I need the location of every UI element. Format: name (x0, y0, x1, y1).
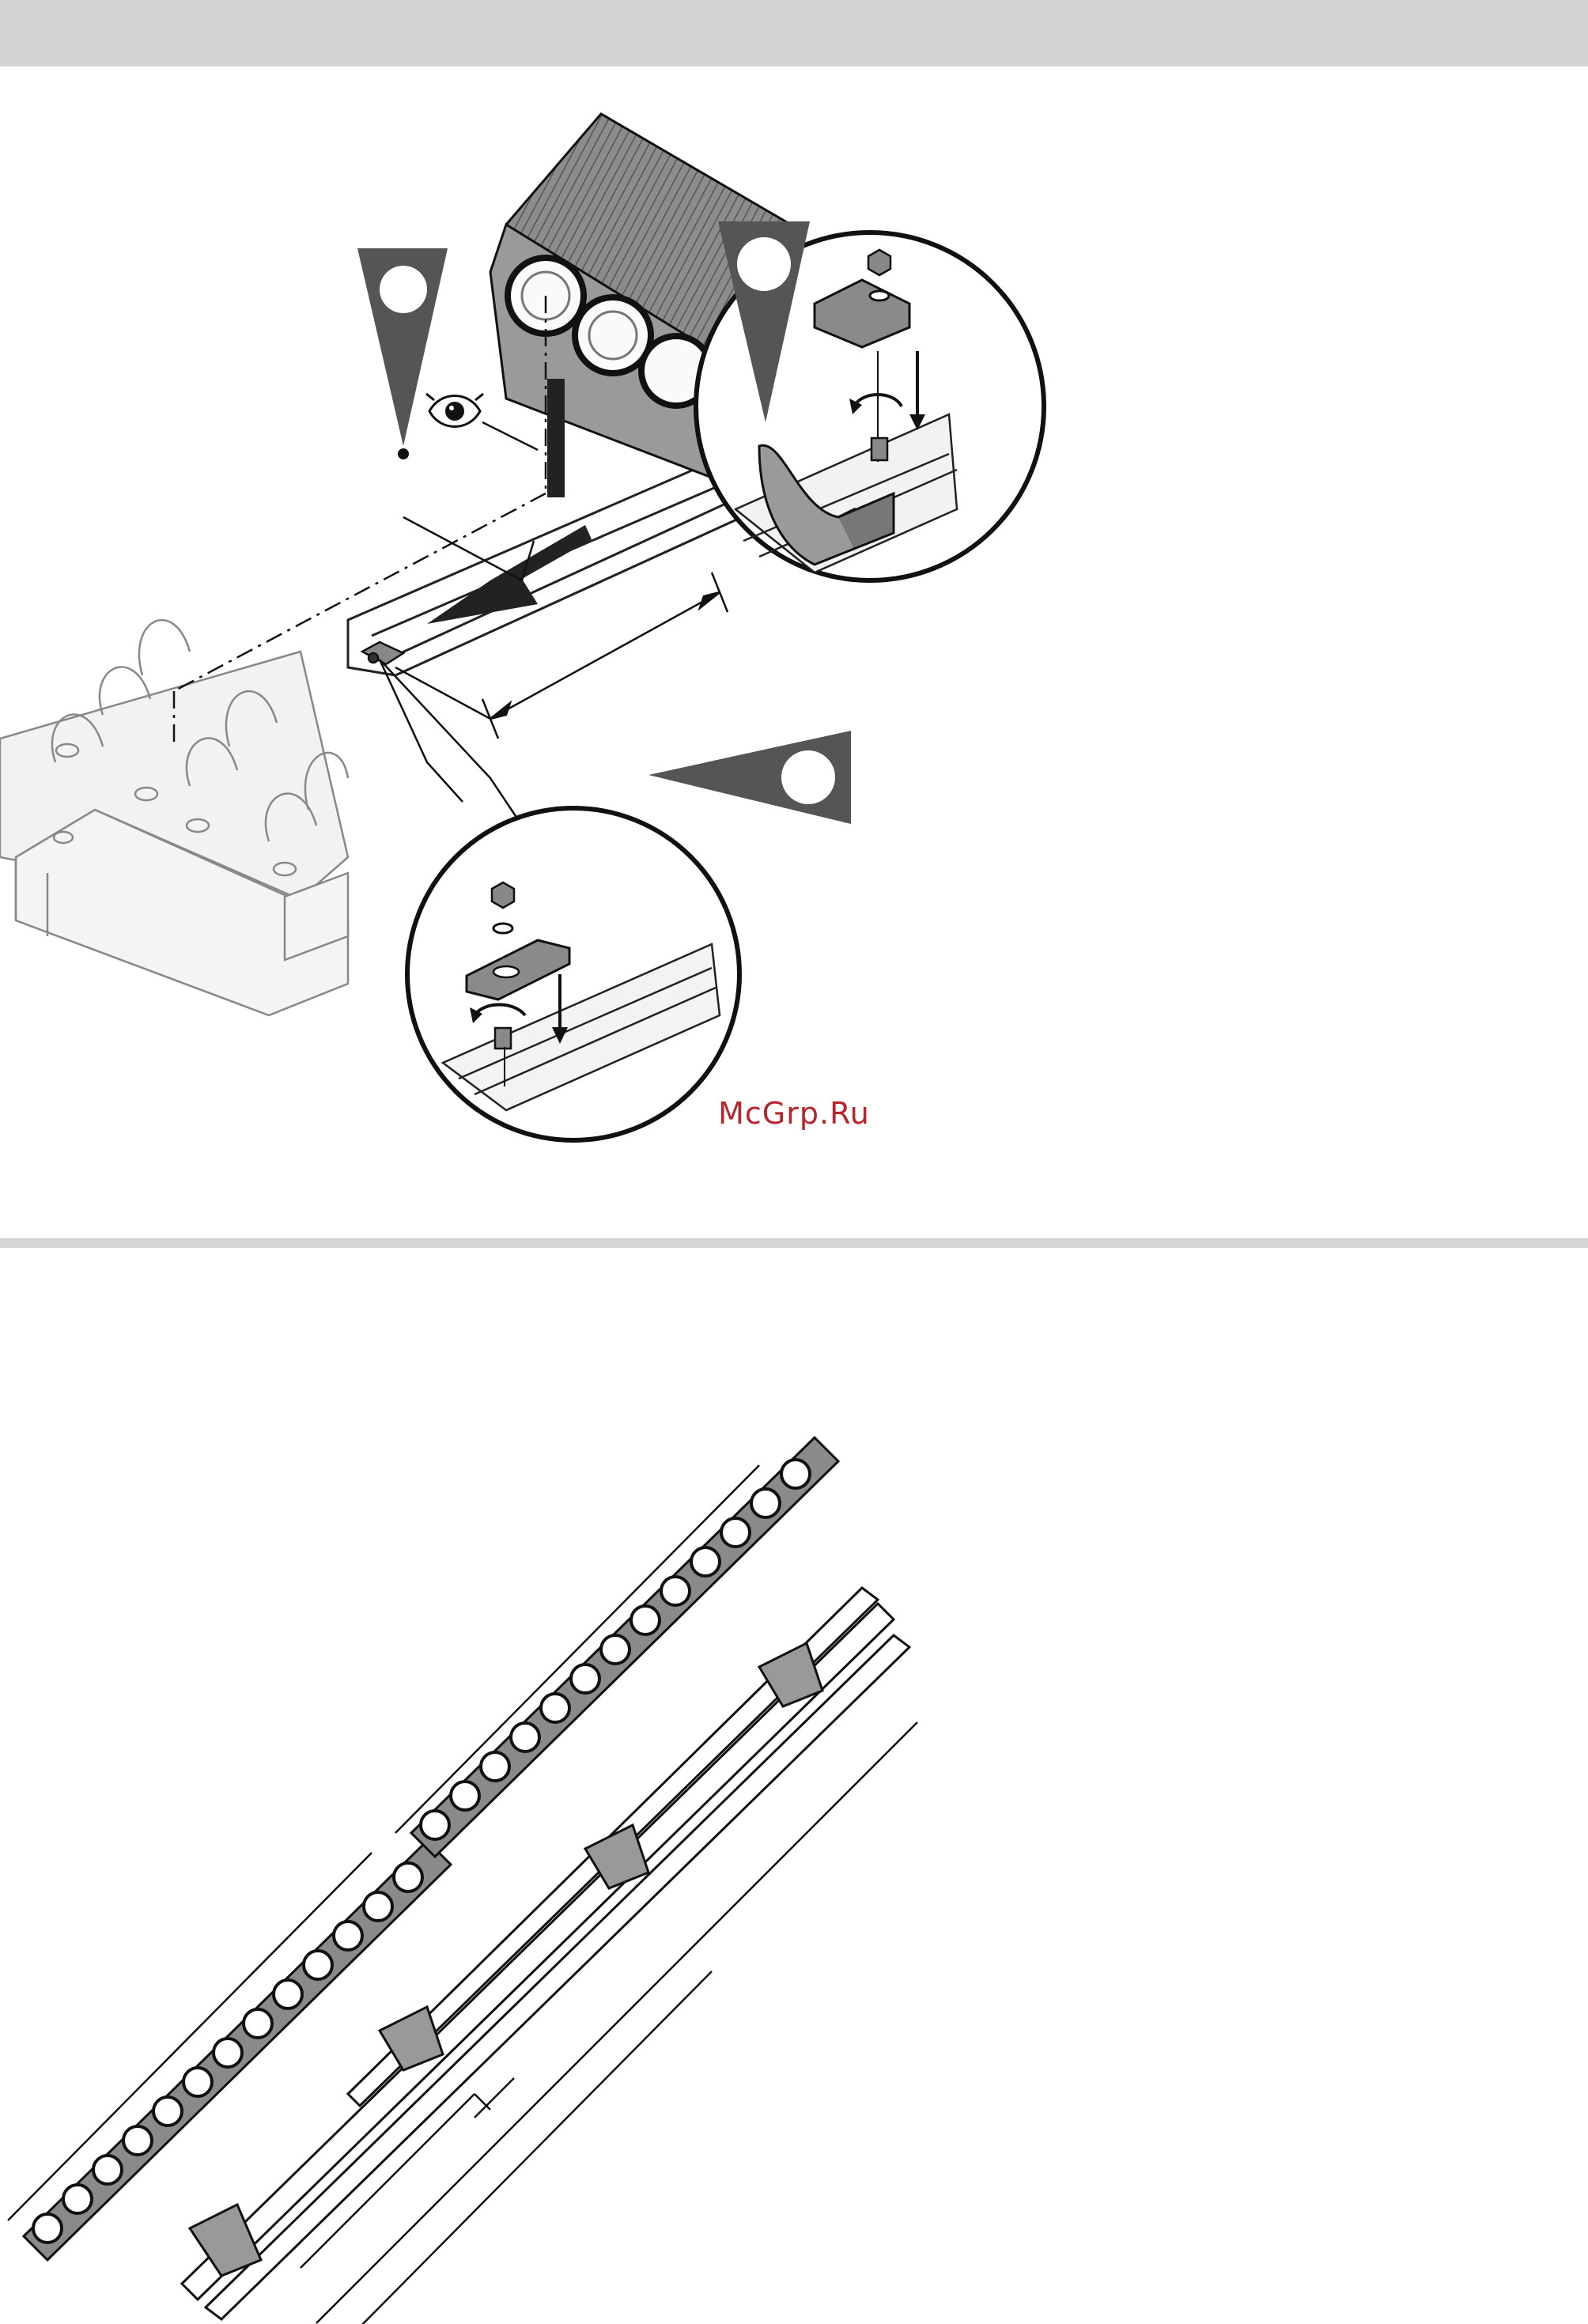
mounting-detail-figure (0, 66, 1588, 1238)
header-band (0, 0, 1588, 66)
eye-icon (426, 394, 483, 427)
detail-circle-lower (407, 808, 739, 1140)
bolt-icon (872, 438, 887, 460)
washer-icon (870, 291, 889, 300)
callout-marker (357, 248, 448, 459)
washer-icon (493, 924, 512, 933)
detail-circle-upper (696, 221, 1044, 580)
mounting-detail-drawing (0, 66, 1588, 1238)
nut-icon (868, 250, 890, 275)
callout-marker (648, 731, 851, 824)
watermark-text: McGrp.Ru (0, 1096, 1588, 1131)
section-divider (0, 1238, 1588, 1248)
collector-module (411, 1438, 838, 1857)
bolt-icon (495, 1028, 511, 1049)
rail-assembly-left (0, 620, 348, 1015)
collector-spacing-drawing (0, 1248, 1588, 2324)
nut-icon (492, 882, 514, 908)
dimension-line (8, 1465, 917, 2324)
eye-leader (482, 422, 538, 450)
collector-module (24, 1841, 451, 2260)
collector-spacing-figure (0, 1248, 1588, 2324)
